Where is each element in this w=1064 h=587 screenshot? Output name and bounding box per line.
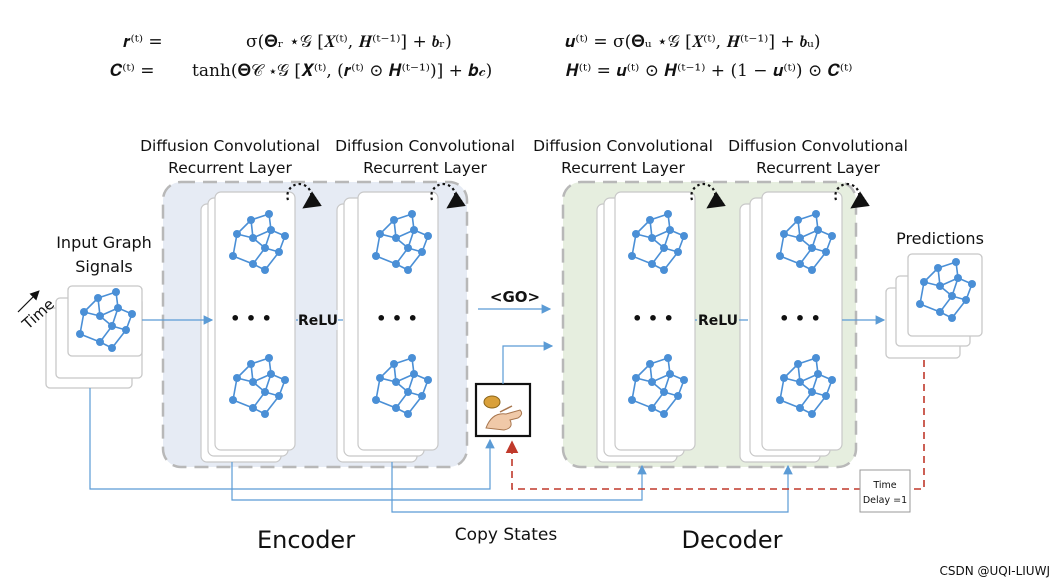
dec-layer1-ellipsis: • • • (632, 309, 674, 328)
go-token: <GO> (490, 288, 540, 306)
eq-r-lhs: 𝒓⁽ᵗ⁾ = (123, 32, 163, 52)
enc-layer1-stack (200, 191, 296, 463)
enc-layer1-ellipsis: • • • (230, 309, 272, 328)
eq-c-rhs: tanh(𝚯𝒞 ⋆𝒢 [𝑿⁽ᵗ⁾, (𝒓⁽ᵗ⁾ ⊙ 𝑯⁽ᵗ⁻¹⁾)] + 𝒃𝒸) (192, 61, 492, 81)
dec-layer2-stack (739, 191, 843, 463)
dec-layer2-title-l2: Recurrent Layer (756, 159, 880, 177)
eq-h: 𝑯⁽ᵗ⁾ = 𝒖⁽ᵗ⁾ ⊙ 𝑯⁽ᵗ⁻¹⁾ + (1 − 𝒖⁽ᵗ⁾) ⊙ 𝑪⁽ᵗ⁾ (566, 61, 852, 81)
enc-layer1-title-l2: Recurrent Layer (168, 159, 292, 177)
enc-layer2-title-l2: Recurrent Layer (363, 159, 487, 177)
coin-to-decoder-arrow (502, 341, 554, 384)
enc-layer1-title-l1: Diffusion Convolutional (140, 137, 320, 155)
predictions-stack (885, 253, 983, 359)
dec-layer2-ellipsis: • • • (779, 309, 821, 328)
input-title-l1: Input Graph (56, 233, 152, 252)
input-to-coin-line (89, 388, 495, 490)
predictions-title: Predictions (896, 229, 984, 248)
input-stack (45, 285, 143, 389)
enc-layer2-ellipsis: • • • (376, 309, 418, 328)
copy-state-line-2 (391, 462, 793, 513)
copy-states-label: Copy States (455, 525, 558, 545)
coin-flip-icon (474, 382, 532, 438)
dec-layer1-stack (596, 191, 696, 463)
feedback-line (505, 360, 925, 490)
encoder-label: Encoder (257, 526, 355, 554)
eq-u: 𝒖⁽ᵗ⁾ = σ(𝚯ᵤ ⋆𝒢 [𝑿⁽ᵗ⁾, 𝑯⁽ᵗ⁻¹⁾] + 𝒃ᵤ) (565, 32, 820, 52)
watermark: CSDN @UQI-LIUWJ (939, 564, 1050, 578)
dec-layer1-title-l2: Recurrent Layer (561, 159, 685, 177)
time-delay-l2: Delay =1 (863, 495, 907, 506)
eq-r-rhs: σ(𝚯ᵣ ⋆𝒢 [𝑿⁽ᵗ⁾, 𝑯⁽ᵗ⁻¹⁾] + 𝒃ᵣ) (246, 32, 452, 52)
eq-c-lhs: 𝑪⁽ᵗ⁾ = (110, 61, 154, 81)
equations: 𝒓⁽ᵗ⁾ = σ(𝚯ᵣ ⋆𝒢 [𝑿⁽ᵗ⁾, 𝑯⁽ᵗ⁻¹⁾] + 𝒃ᵣ) 𝒖⁽ᵗ⁾… (110, 32, 852, 81)
enc-layer2-title-l1: Diffusion Convolutional (335, 137, 515, 155)
input-title-l2: Signals (75, 257, 132, 276)
dec-relu-label: ReLU (698, 313, 738, 329)
time-arrow (17, 290, 40, 313)
time-delay-l1: Time (872, 480, 896, 491)
enc-relu-label: ReLU (298, 313, 338, 329)
decoder-label: Decoder (682, 526, 783, 554)
time-delay-box: Time Delay =1 (859, 469, 911, 513)
copy-state-line-1 (231, 462, 647, 501)
enc-layer2-stack (336, 191, 439, 463)
dec-layer2-title-l1: Diffusion Convolutional (728, 137, 908, 155)
dec-layer1-title-l1: Diffusion Convolutional (533, 137, 713, 155)
